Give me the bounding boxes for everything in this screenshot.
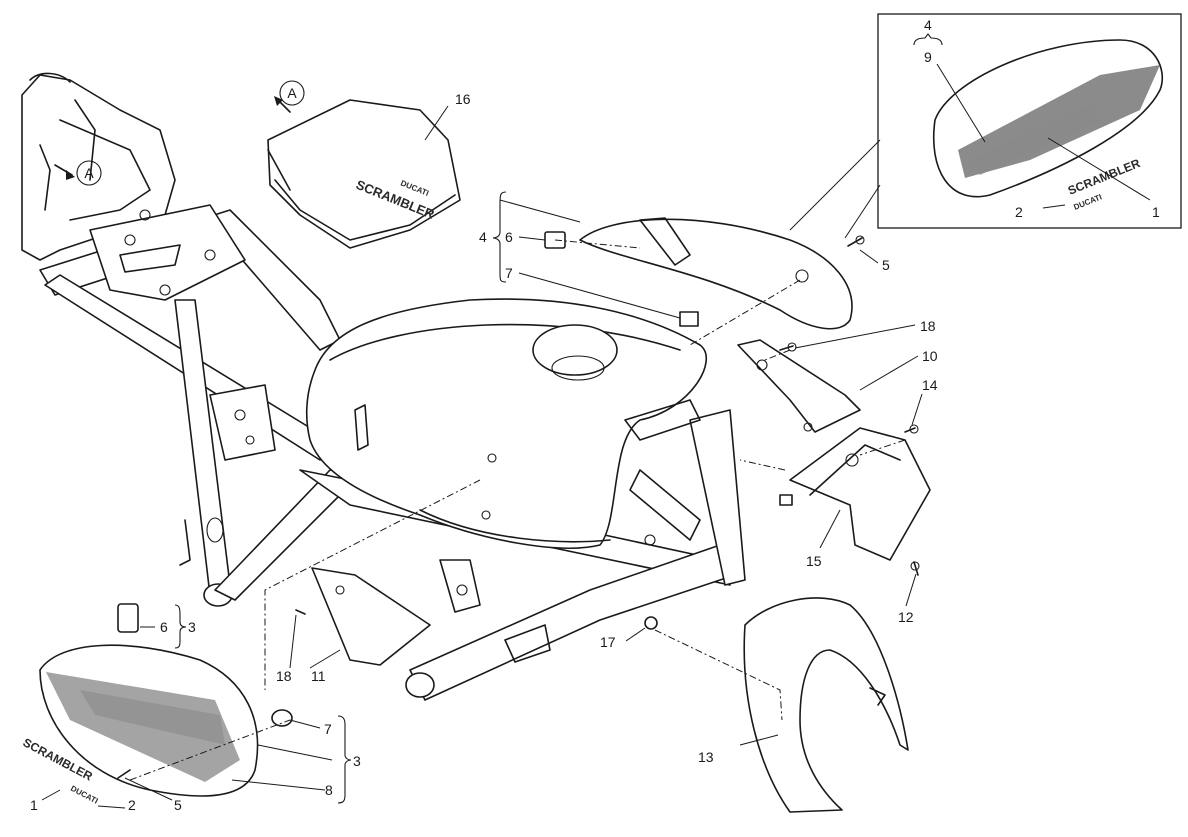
callout-5-top: 5 <box>882 257 890 273</box>
callout-15: 15 <box>806 553 822 569</box>
reference-marker-frame: A <box>54 160 102 186</box>
assembly-lines <box>129 239 906 781</box>
callout-4: 4 <box>479 229 487 245</box>
callout-numbers: 16 4 6 7 5 18 10 14 15 12 17 13 11 18 6 … <box>30 17 1160 813</box>
callout-18-left: 18 <box>276 668 292 684</box>
callout-10: 10 <box>922 348 938 364</box>
callout-2-inset: 2 <box>1015 204 1023 220</box>
callout-2-left: 2 <box>128 797 136 813</box>
detail-inset: SCRAMBLER DUCATI <box>789 13 1182 239</box>
callout-9-inset: 9 <box>924 49 932 65</box>
grommet-7-left <box>271 709 293 727</box>
leader-lines <box>41 105 923 809</box>
side-cover-maker-text: DUCATI <box>69 784 99 806</box>
callout-11: 11 <box>311 668 326 684</box>
callout-3-lower: 3 <box>353 753 361 769</box>
callout-6-top: 6 <box>505 229 513 245</box>
callout-17: 17 <box>600 634 616 650</box>
reference-marker-seat: A <box>274 80 305 113</box>
callout-13: 13 <box>698 749 714 765</box>
bracket-part-10 <box>737 339 861 433</box>
callout-18-right: 18 <box>920 318 936 334</box>
callout-8: 8 <box>325 782 333 798</box>
callout-6-left: 6 <box>160 619 168 635</box>
seat-part-16: SCRAMBLER DUCATI <box>267 99 461 249</box>
reference-letter-top: A <box>287 85 297 101</box>
callout-7-top: 7 <box>505 265 513 281</box>
bushing-17 <box>644 616 658 630</box>
reference-letter-frame: A <box>84 165 94 181</box>
fasteners <box>644 235 920 630</box>
callout-14: 14 <box>922 377 938 393</box>
bracket-part-11 <box>295 567 431 666</box>
callout-1-inset: 1 <box>1152 204 1160 220</box>
callout-16: 16 <box>455 91 471 107</box>
decal-piece-6-left <box>117 603 139 633</box>
bracket-part-15 <box>779 427 931 561</box>
callout-12: 12 <box>898 609 914 625</box>
callout-5-left: 5 <box>174 797 182 813</box>
side-cover-left: SCRAMBLER DUCATI <box>21 603 293 806</box>
callout-7-left: 7 <box>324 721 332 737</box>
cover-part-13 <box>743 597 909 813</box>
callout-4-inset: 4 <box>924 17 932 33</box>
fuel-tank <box>305 298 746 586</box>
callout-1-left: 1 <box>30 797 38 813</box>
callout-3-upper: 3 <box>188 619 196 635</box>
grommet-7-top <box>679 311 699 327</box>
